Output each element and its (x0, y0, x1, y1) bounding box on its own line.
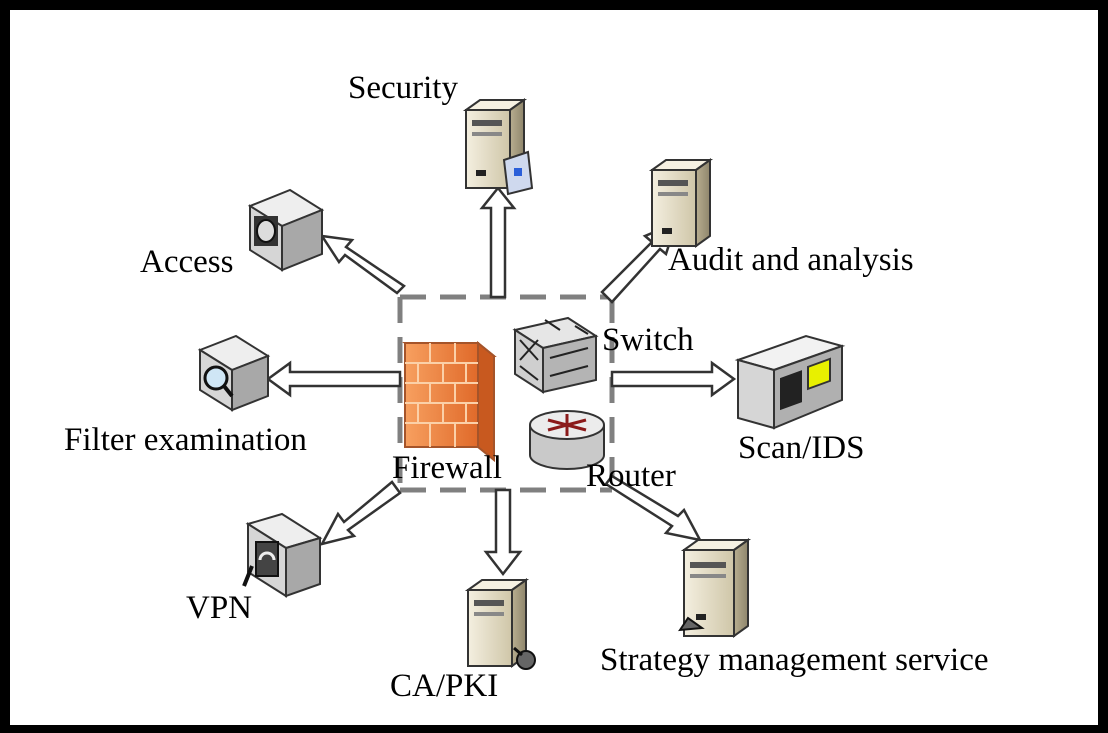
label-firewall: Firewall (392, 450, 502, 486)
label-vpn: VPN (186, 590, 253, 626)
label-audit: Audit and analysis (668, 242, 914, 278)
label-security: Security (348, 70, 458, 106)
arrow-to-filter (265, 360, 402, 398)
ca-pki-server-icon (464, 578, 536, 670)
strategy-server-icon (678, 538, 752, 638)
label-filter: Filter examination (64, 422, 307, 458)
arrow-to-strategy (604, 474, 703, 542)
label-router: Router (586, 458, 676, 494)
arrow-to-access (319, 234, 406, 295)
arrow-to-vpn (319, 480, 402, 546)
scan-ids-device-icon (734, 334, 846, 430)
filter-device-icon (197, 334, 271, 412)
label-scan-ids: Scan/IDS (738, 430, 865, 466)
firewall-icon (402, 340, 497, 463)
arrow-to-scan (610, 360, 737, 398)
vpn-device-icon (242, 512, 323, 598)
arrow-to-capki (483, 488, 523, 577)
arrow-to-security (479, 185, 517, 299)
label-switch: Switch (602, 322, 694, 358)
label-ca-pki: CA/PKI (390, 668, 499, 704)
router-icon (529, 410, 605, 470)
access-device-icon (247, 188, 325, 272)
audit-server-icon (648, 158, 714, 248)
security-server-icon (462, 98, 534, 196)
label-access: Access (140, 244, 234, 280)
switch-icon (512, 316, 599, 394)
label-strategy: Strategy management service (600, 642, 989, 678)
